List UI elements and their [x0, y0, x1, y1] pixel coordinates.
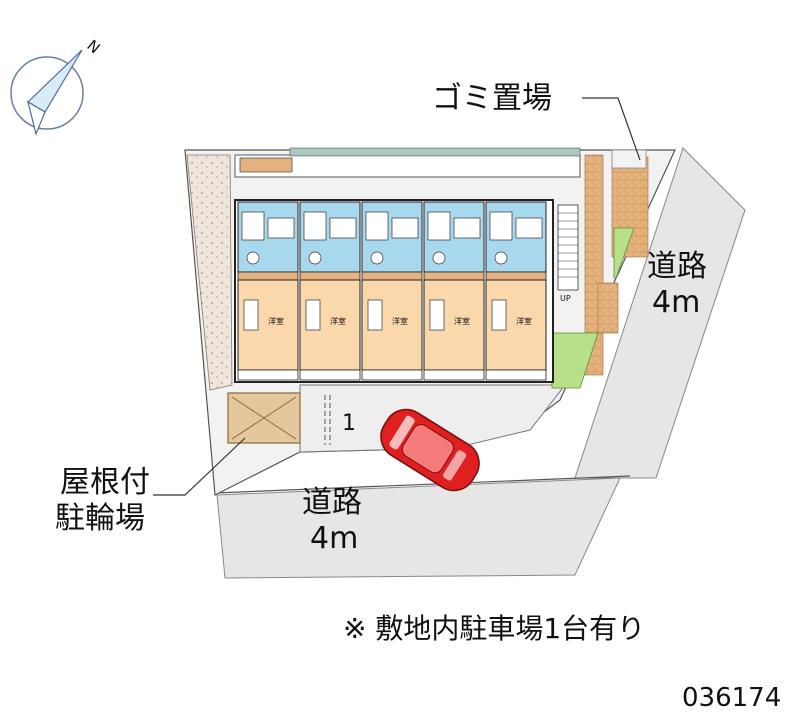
- unit-kitchen: [391, 217, 419, 239]
- compass: N: [10, 36, 104, 136]
- unit-balcony: [485, 369, 547, 381]
- unit-furniture: [305, 299, 321, 331]
- road-east-name: 道路: [647, 249, 707, 284]
- unit-closet: [237, 271, 299, 281]
- bicycle-shelter: [227, 392, 301, 444]
- unit-balcony: [423, 369, 485, 381]
- grass-patch-1: [613, 227, 635, 279]
- property-id: 036174: [682, 683, 781, 713]
- unit-furniture: [367, 299, 383, 331]
- unit-bathroom: [489, 211, 513, 241]
- unit-kitchen: [515, 217, 543, 239]
- road-south: [216, 477, 621, 579]
- compass-needle-south-icon: [27, 100, 46, 136]
- road-south-name: 道路: [302, 485, 362, 520]
- unit-closet: [485, 271, 547, 281]
- unit-furniture: [243, 299, 259, 331]
- unit-room-label: 洋室: [330, 316, 346, 326]
- unit-bathroom: [365, 211, 389, 241]
- gravel-area: [186, 154, 233, 391]
- unit-toilet-icon: [308, 251, 322, 265]
- unit-room-label: 洋室: [454, 316, 470, 326]
- unit-bathroom: [303, 211, 327, 241]
- unit-bathroom: [241, 211, 265, 241]
- unit-furniture: [429, 299, 445, 331]
- compass-north-label: N: [83, 36, 103, 57]
- brick-block-2: [597, 282, 619, 334]
- garbage-bin-zone: [611, 149, 647, 169]
- unit-balcony: [237, 369, 299, 381]
- garbage-label: ゴミ置場: [432, 81, 552, 116]
- unit-furniture: [491, 299, 507, 331]
- road-east-width: 4m: [652, 285, 700, 320]
- garbage-leader-line: [582, 97, 641, 161]
- unit-room-label: 洋室: [516, 316, 532, 326]
- parking-note: ※ 敷地内駐車場1台有り: [343, 612, 645, 645]
- parking-space: 1: [324, 395, 356, 445]
- building: 洋室 洋室 洋室 洋室 洋室: [234, 199, 554, 383]
- stair-up-label: UP: [560, 294, 571, 303]
- unit-balcony: [361, 369, 423, 381]
- unit-kitchen: [329, 217, 357, 239]
- compass-ring: [10, 56, 84, 130]
- car-icon: [380, 408, 480, 492]
- unit-bathroom: [427, 211, 451, 241]
- exterior-stairs: UP: [557, 204, 579, 303]
- units-group: [237, 201, 547, 381]
- unit-balcony: [299, 369, 361, 381]
- unit-closet: [423, 271, 485, 281]
- unit-closet: [361, 271, 423, 281]
- unit-toilet-icon: [432, 251, 446, 265]
- unit-toilet-icon: [494, 251, 508, 265]
- road-boundary-line: [214, 475, 631, 494]
- unit-kitchen: [267, 217, 295, 239]
- bicycle-leader-line: [153, 437, 246, 496]
- bicycle-label-line2: 駐輪場: [55, 501, 145, 536]
- road-south-width: 4m: [310, 521, 358, 556]
- parking-number: 1: [342, 411, 356, 436]
- unit-kitchen: [453, 217, 481, 239]
- unit-toilet-icon: [246, 251, 260, 265]
- road-east: [574, 147, 746, 479]
- unit-toilet-icon: [370, 251, 384, 265]
- meter-box: [239, 157, 293, 173]
- north-fence: [289, 147, 581, 157]
- unit-closet: [299, 271, 361, 281]
- unit-room-label: 洋室: [268, 316, 284, 326]
- bicycle-label-line1: 屋根付: [60, 465, 150, 500]
- unit-room-label: 洋室: [392, 316, 408, 326]
